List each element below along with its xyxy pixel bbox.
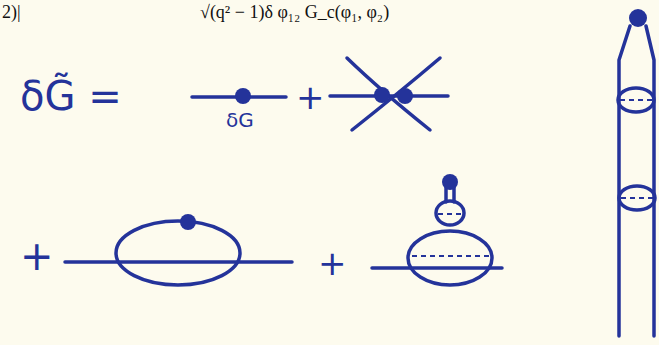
propagator-line bbox=[619, 26, 630, 336]
plus-sign: + bbox=[20, 236, 54, 276]
dashed-line bbox=[621, 197, 653, 199]
dashed-line bbox=[438, 213, 462, 215]
insertion-label: δG bbox=[226, 110, 254, 130]
plus-sign: + bbox=[318, 246, 347, 280]
dashed-line bbox=[620, 99, 652, 101]
loop-bubble bbox=[436, 201, 464, 225]
propagator-line bbox=[65, 260, 292, 264]
loop-bubble bbox=[619, 186, 655, 210]
insertion-dot bbox=[629, 9, 647, 27]
propagator-line bbox=[352, 58, 440, 130]
insertion-dot bbox=[235, 88, 251, 104]
propagator-line bbox=[372, 266, 502, 270]
loop-bubble bbox=[618, 88, 654, 112]
header-formula: √(q² − 1)δ φ₁₂ G_c(φ₁, φ₂) bbox=[200, 3, 389, 21]
insertion-dot bbox=[374, 87, 390, 103]
dashed-line bbox=[412, 255, 490, 257]
propagator-line bbox=[646, 26, 654, 336]
equation-lhs: δG̃ = bbox=[20, 76, 122, 116]
plus-sign: + bbox=[296, 80, 325, 114]
loop-bubble bbox=[116, 221, 240, 285]
header-text: 2)| bbox=[2, 3, 21, 21]
insertion-dot bbox=[397, 88, 413, 104]
propagator-line bbox=[452, 188, 456, 202]
propagator-line bbox=[347, 58, 430, 130]
loop-bubble bbox=[408, 231, 492, 285]
insertion-dot bbox=[180, 214, 196, 230]
insertion-dot bbox=[442, 174, 458, 190]
propagator-line bbox=[444, 188, 448, 202]
